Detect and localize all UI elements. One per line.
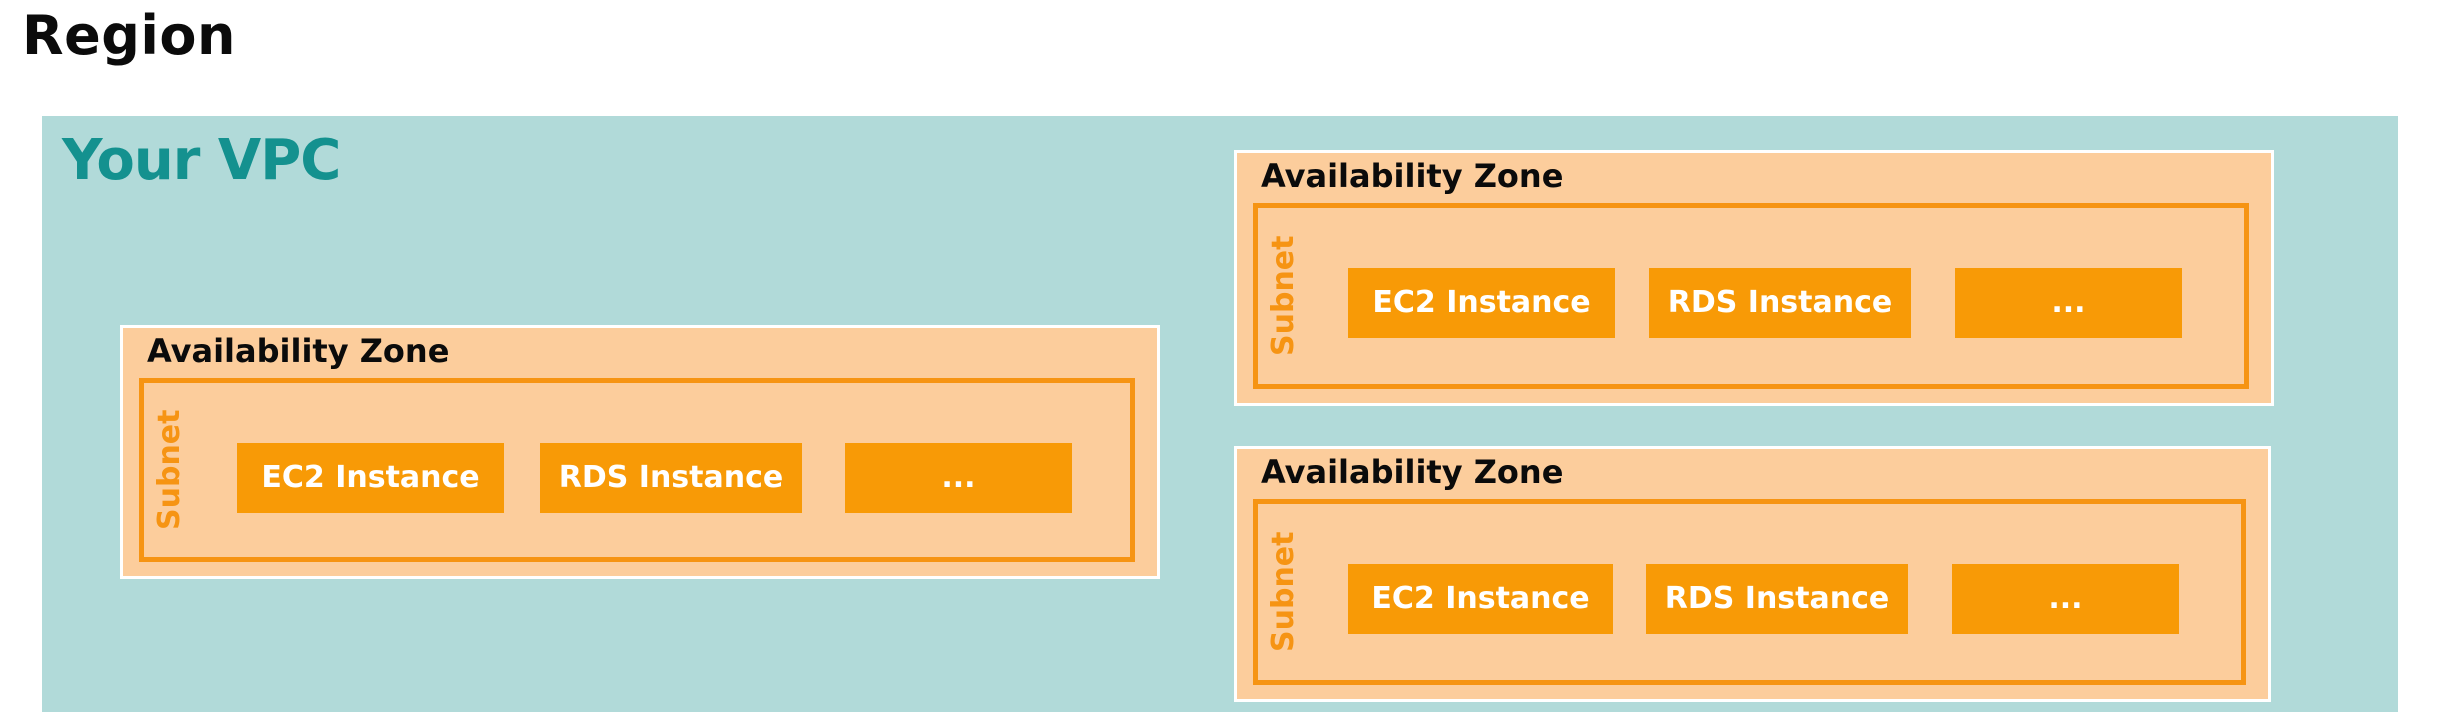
availability-zone-left: Availability Zone Subnet EC2 Instance RD… [120, 325, 1160, 579]
vpc-title: Your VPC [62, 128, 341, 193]
rds-instance: RDS Instance [1649, 268, 1911, 338]
availability-zone-label: Availability Zone [1261, 157, 1564, 195]
availability-zone-bottom-right: Availability Zone Subnet EC2 Instance RD… [1234, 446, 2271, 702]
subnet-label: Subnet [1266, 235, 1301, 356]
availability-zone-label: Availability Zone [147, 332, 450, 370]
availability-zone-top-right: Availability Zone Subnet EC2 Instance RD… [1234, 150, 2274, 406]
region-title: Region [22, 4, 236, 67]
rds-instance: RDS Instance [540, 443, 802, 513]
ec2-instance: EC2 Instance [237, 443, 504, 513]
subnet: Subnet EC2 Instance RDS Instance ... [139, 378, 1135, 562]
subnet-label: Subnet [1266, 531, 1301, 652]
ec2-instance: EC2 Instance [1348, 268, 1615, 338]
rds-instance: RDS Instance [1646, 564, 1908, 634]
subnet-label: Subnet [152, 409, 187, 530]
subnet: Subnet EC2 Instance RDS Instance ... [1253, 499, 2246, 685]
availability-zone-label: Availability Zone [1261, 453, 1564, 491]
vpc-container: Your VPC Availability Zone Subnet EC2 In… [42, 116, 2398, 712]
more-instances: ... [1955, 268, 2182, 338]
ec2-instance: EC2 Instance [1348, 564, 1613, 634]
more-instances: ... [845, 443, 1072, 513]
more-instances: ... [1952, 564, 2179, 634]
subnet: Subnet EC2 Instance RDS Instance ... [1253, 203, 2249, 389]
